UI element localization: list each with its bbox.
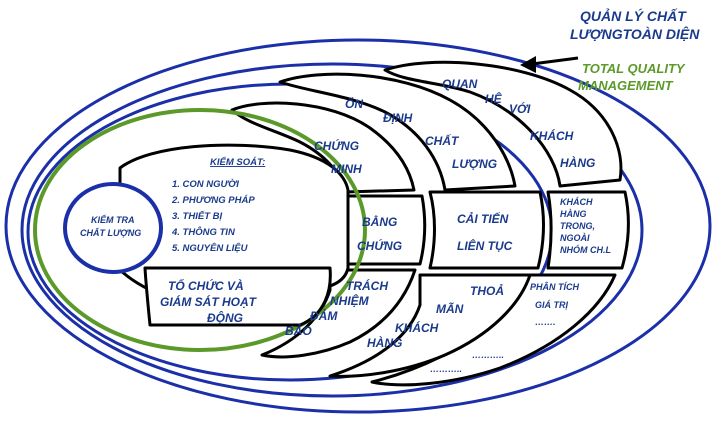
ring3-top-band xyxy=(278,72,517,192)
ring2-bottom-4: BẢO xyxy=(285,323,312,338)
ring3-bottom-dots: ……….. xyxy=(472,350,504,360)
ring3-bottom-1: THOẢ xyxy=(470,283,504,298)
ring4-top-1: QUAN xyxy=(442,77,478,91)
ring4-bottom-dots-2: ……….. xyxy=(430,364,462,374)
ring4-mid-band xyxy=(546,190,630,270)
ring3-bottom-2: MÃN xyxy=(436,301,464,316)
title-vn-line1: QUẢN LÝ CHẤT xyxy=(580,7,687,24)
ring4-top-band xyxy=(383,60,623,188)
ring2-bottom-1: TRÁCH xyxy=(346,278,388,293)
control-item-1: 1. CON NGƯỜI xyxy=(172,178,239,190)
title-vn-line2: LƯỢNGTOÀN DIỆN xyxy=(570,25,700,42)
pointer-arrow-line xyxy=(531,56,579,66)
ellipse-ring-2 xyxy=(20,62,644,398)
ring2-bottom-band xyxy=(260,268,417,359)
ring4-top-4: KHÁCH xyxy=(530,128,574,143)
pointer-arrow-head xyxy=(520,56,536,73)
control-item-3: 3. THIẾT BỊ xyxy=(172,210,223,222)
green-ring xyxy=(33,108,367,352)
ring4-mid-2: HÀNG xyxy=(560,209,587,219)
ring4-bottom-dots-1: ……. xyxy=(535,317,556,327)
ring2-bottom-3: ĐẢM xyxy=(310,308,338,323)
ring4-top-2: HỆ xyxy=(485,91,503,106)
ring3-bottom-4: HÀNG xyxy=(367,335,402,350)
org-line3: ĐỘNG xyxy=(207,310,243,325)
org-band xyxy=(143,266,332,327)
ring2-mid-2: CHỨNG xyxy=(357,238,402,253)
ring3-top-3: CHẤT xyxy=(425,133,460,148)
ring4-bottom-1: PHÂN TÍCH xyxy=(530,281,579,292)
org-line1: TỔ CHỨC VÀ xyxy=(168,278,244,293)
org-line2: GIÁM SÁT HOẠT xyxy=(160,294,258,309)
center-label-line1: KIỂM TRA xyxy=(91,214,135,225)
ring3-bottom-band xyxy=(328,273,532,378)
ring3-top-4: LƯỢNG xyxy=(452,157,497,171)
ring2-bottom-2: NHIỆM xyxy=(330,293,370,308)
ring2-top-2: MINH xyxy=(331,162,362,176)
ring4-top-3: VỚI xyxy=(509,101,531,116)
control-heading: KIỂM SOÁT: xyxy=(210,156,265,168)
ring4-mid-1: KHÁCH xyxy=(560,197,593,207)
center-circle xyxy=(63,182,163,274)
ring2-top-1: CHỨNG xyxy=(314,138,359,153)
ring4-bottom-2: GIÁ TRỊ xyxy=(535,300,568,310)
ring2-mid-1: BẰNG xyxy=(362,214,397,229)
ring4-top-5: HÀNG xyxy=(560,155,595,170)
center-label-line2: CHẤT LƯỢNG xyxy=(80,227,141,238)
ring3-top-2: ĐỊNH xyxy=(383,111,413,125)
title-en-line2: MANAGEMENT xyxy=(578,78,674,93)
ring3-bottom-3: KHÁCH xyxy=(395,320,439,335)
ring3-mid-2: LIÊN TỤC xyxy=(457,238,513,253)
outer-ellipse xyxy=(4,38,712,414)
ring4-mid-5: NHÓM CH.L xyxy=(560,244,611,255)
ring4-mid-3: TRONG, xyxy=(560,221,595,231)
title-en-line1: TOTAL QUALITY xyxy=(582,61,686,76)
ring3-top-1: ỔN xyxy=(345,96,363,111)
ring4-mid-4: NGOÀI xyxy=(560,233,590,243)
control-item-5: 5. NGUYÊN LIỆU xyxy=(172,242,249,254)
control-item-2: 2. PHƯƠNG PHÁP xyxy=(171,195,255,206)
control-item-4: 4. THÔNG TIN xyxy=(171,226,236,238)
ring3-mid-band xyxy=(428,190,546,270)
ring3-mid-1: CẢI TIẾN xyxy=(457,211,509,226)
